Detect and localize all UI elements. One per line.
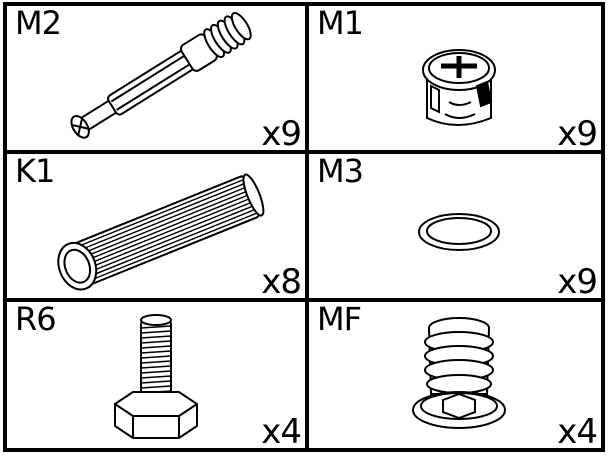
hex-bolt-icon — [114, 314, 198, 439]
part-code: K1 — [15, 154, 55, 190]
part-quantity: x9 — [557, 114, 598, 154]
wood-dowel-icon — [57, 173, 265, 291]
part-code: R6 — [15, 302, 57, 338]
part-code: M2 — [15, 6, 62, 42]
part-cell-m2: M2 — [7, 6, 309, 154]
part-code: MF — [317, 302, 362, 338]
threaded-insert-icon — [412, 317, 506, 429]
part-quantity: x9 — [557, 262, 598, 302]
part-cell-m3: M3 x9 — [309, 154, 601, 302]
part-cell-mf: MF x4 — [309, 302, 601, 448]
part-code: M3 — [317, 154, 364, 190]
part-quantity: x4 — [557, 412, 598, 448]
part-code: M1 — [317, 6, 364, 42]
part-cell-m1: M1 x9 — [309, 6, 601, 154]
part-quantity: x8 — [261, 262, 302, 302]
part-cell-k1: K1 — [7, 154, 309, 302]
cam-bolt-icon — [70, 12, 252, 139]
washer-icon — [418, 213, 500, 251]
part-cell-r6: R6 x4 — [7, 302, 309, 448]
part-quantity: x9 — [261, 114, 302, 154]
cam-lock-icon — [422, 49, 496, 126]
part-quantity: x4 — [261, 412, 302, 448]
parts-sheet: M2 — [3, 2, 605, 452]
